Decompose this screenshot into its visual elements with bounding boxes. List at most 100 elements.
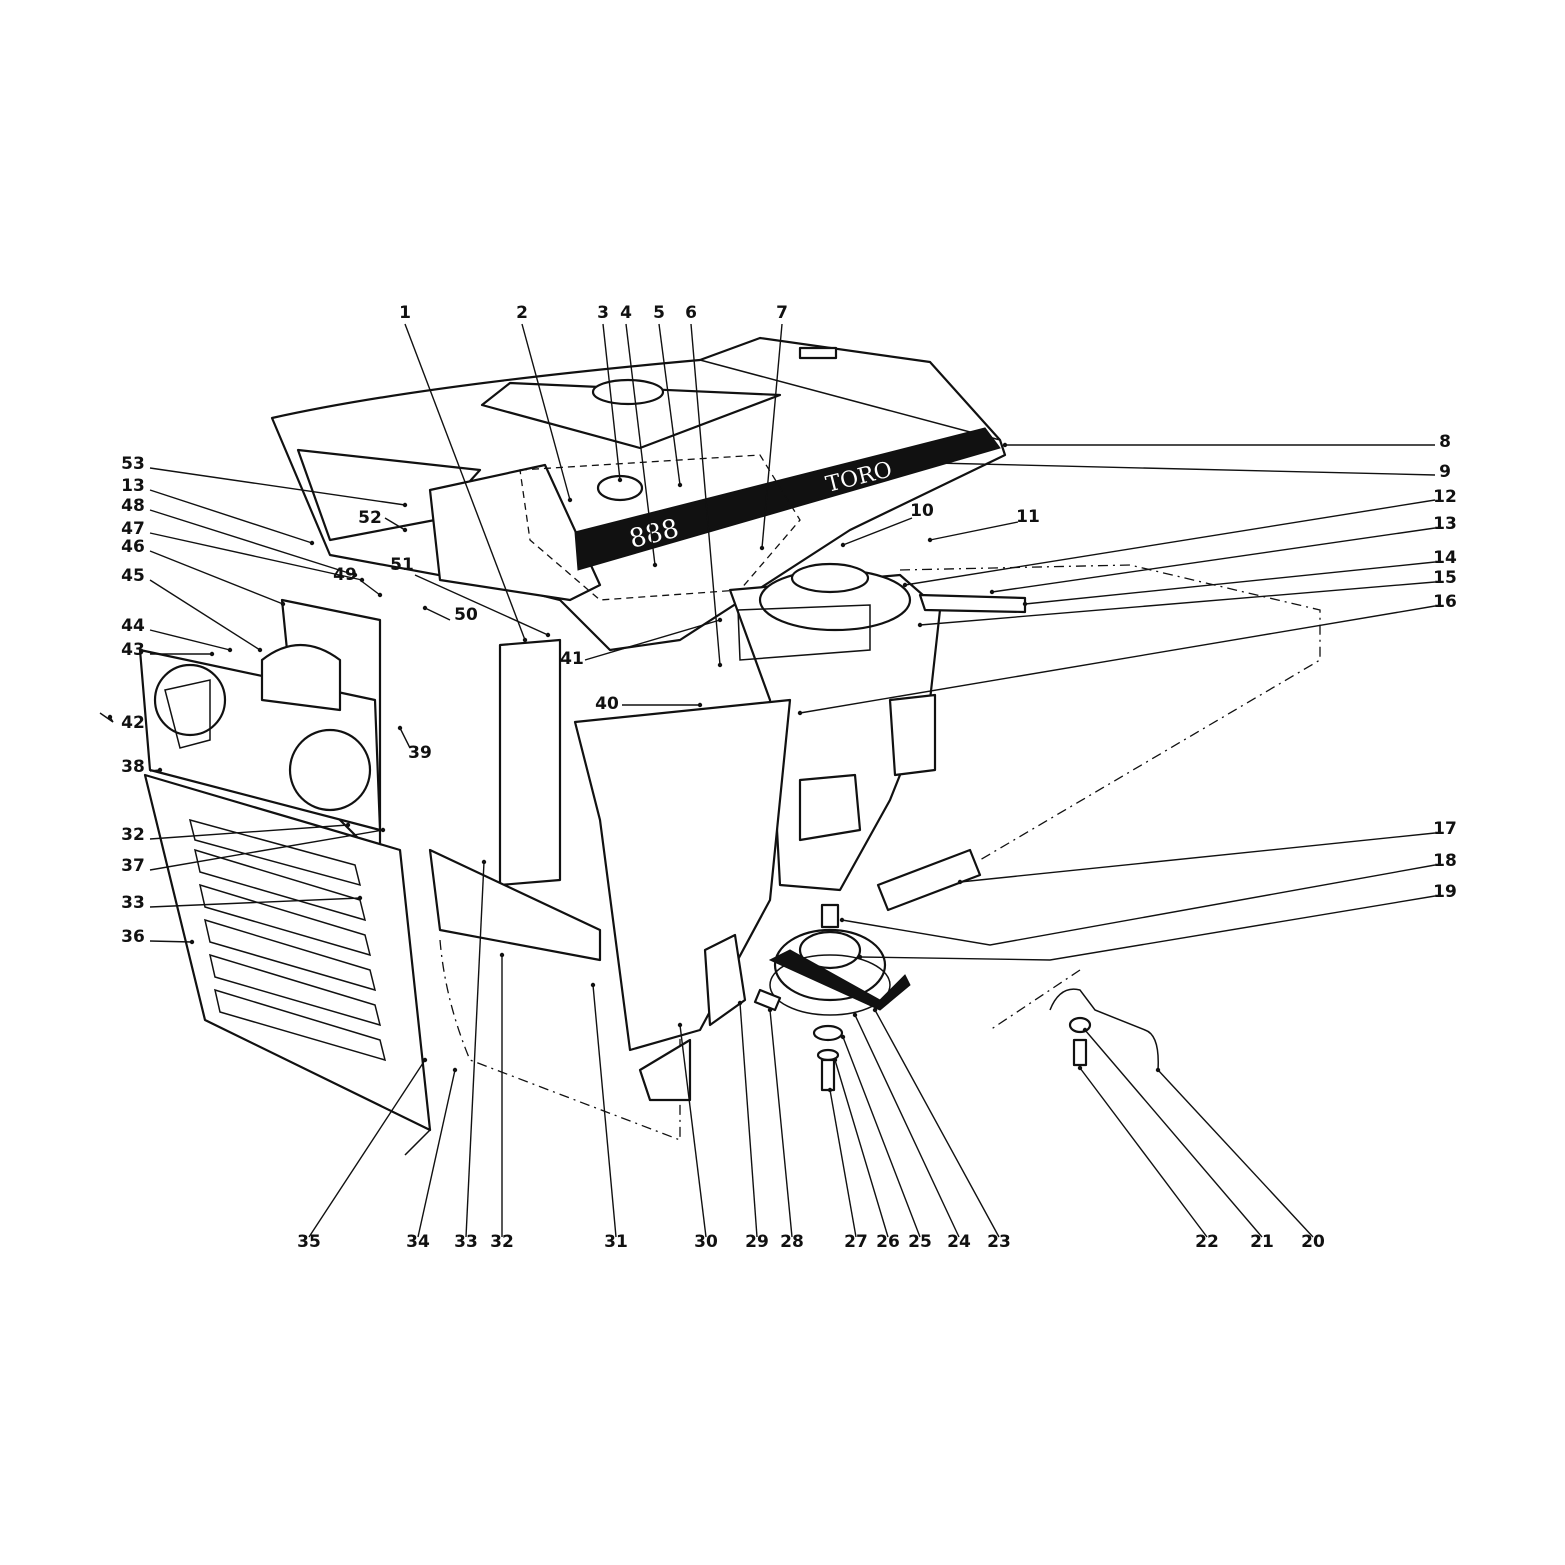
grille bbox=[143, 773, 432, 1156]
callout-number-c9: 9 bbox=[1439, 462, 1451, 482]
leader-dot-c21 bbox=[1082, 1027, 1088, 1033]
leader-line-c45 bbox=[149, 579, 261, 651]
leader-line-c20 bbox=[1157, 1069, 1314, 1238]
leader-dot-c25 bbox=[840, 1034, 846, 1040]
leader-dot-c40 bbox=[697, 702, 703, 708]
callout-number-c15: 15 bbox=[1433, 568, 1457, 588]
leader-line-c25 bbox=[842, 1036, 921, 1238]
callout-number-c14: 14 bbox=[1433, 548, 1457, 568]
callout-number-c23: 23 bbox=[987, 1232, 1011, 1252]
callout-number-c34: 34 bbox=[406, 1232, 430, 1252]
leader-line-c3 bbox=[602, 323, 621, 481]
leader-line-c5 bbox=[658, 323, 681, 486]
callout-number-c47: 47 bbox=[121, 519, 145, 539]
leader-dot-c34 bbox=[452, 1067, 458, 1073]
leader-line-c29 bbox=[739, 1002, 758, 1238]
leader-line-c35 bbox=[308, 1059, 426, 1238]
callout-number-c48: 48 bbox=[121, 496, 145, 516]
callout-number-c33a: 33 bbox=[454, 1232, 478, 1252]
leader-dot-c27 bbox=[827, 1087, 833, 1093]
leader-line-c14 bbox=[1024, 561, 1436, 605]
leader-dot-c45 bbox=[257, 647, 263, 653]
callout-number-c19: 19 bbox=[1433, 882, 1457, 902]
leader-dot-c18 bbox=[839, 917, 845, 923]
leader-dot-c44 bbox=[227, 647, 233, 653]
leader-dot-c46 bbox=[280, 601, 286, 607]
leader-line-c7 bbox=[761, 323, 783, 549]
callout-number-c6: 6 bbox=[685, 303, 697, 323]
callout-number-c26: 26 bbox=[876, 1232, 900, 1252]
leader-dot-c11 bbox=[927, 537, 933, 543]
callout-number-c25: 25 bbox=[908, 1232, 932, 1252]
leader-line-c36 bbox=[149, 940, 193, 943]
leader-line-c33b bbox=[149, 897, 361, 908]
callout-number-c28: 28 bbox=[780, 1232, 804, 1252]
leader-line-c48 bbox=[149, 509, 356, 576]
callout-number-c45: 45 bbox=[121, 566, 145, 586]
callout-number-c46: 46 bbox=[121, 537, 145, 557]
leader-dot-c7 bbox=[759, 545, 765, 551]
callout-number-c27: 27 bbox=[844, 1232, 868, 1252]
leader-line-c50 bbox=[424, 607, 451, 621]
callout-number-c2: 2 bbox=[516, 303, 528, 323]
leader-dot-c17 bbox=[957, 879, 963, 885]
leader-dot-c41 bbox=[717, 617, 723, 623]
leader-line-c12 bbox=[904, 499, 1436, 586]
leader-dot-c13a bbox=[989, 589, 995, 595]
callout-number-c42: 42 bbox=[121, 713, 145, 733]
leader-dot-c6 bbox=[717, 662, 723, 668]
leader-line-c30 bbox=[679, 1024, 707, 1238]
callout-number-c36: 36 bbox=[121, 927, 145, 947]
leader-line-c24 bbox=[854, 1014, 960, 1238]
leader-dot-c2 bbox=[567, 497, 573, 503]
callout-number-c22: 22 bbox=[1195, 1232, 1219, 1252]
callout-number-c38: 38 bbox=[121, 757, 145, 777]
leader-line-c32b bbox=[149, 824, 349, 840]
leader-dot-c13b bbox=[309, 540, 315, 546]
callout-number-c21: 21 bbox=[1250, 1232, 1274, 1252]
leader-line-c52 bbox=[384, 517, 406, 531]
leader-dot-c9 bbox=[932, 460, 938, 466]
engine-assembly bbox=[728, 562, 1027, 892]
leader-dot-c35 bbox=[422, 1057, 428, 1063]
leader-line-c9 bbox=[934, 462, 1436, 476]
leader-line-c16 bbox=[799, 605, 1436, 714]
leader-line-c2 bbox=[521, 323, 571, 501]
callout-number-c20: 20 bbox=[1301, 1232, 1325, 1252]
callout-number-c32b: 32 bbox=[121, 825, 145, 845]
callout-number-c3: 3 bbox=[597, 303, 609, 323]
leader-line-c17 bbox=[959, 832, 1436, 883]
callout-number-c52: 52 bbox=[358, 508, 382, 528]
leader-dot-c48 bbox=[352, 572, 358, 578]
leader-line-c51 bbox=[414, 574, 549, 636]
callout-number-c13b: 13 bbox=[121, 476, 145, 496]
leader-dot-c23 bbox=[872, 1007, 878, 1013]
leader-dot-c26 bbox=[832, 1057, 838, 1063]
leader-dot-c24 bbox=[852, 1012, 858, 1018]
leader-dot-c32a bbox=[499, 952, 505, 958]
leader-line-c23 bbox=[874, 1009, 1000, 1238]
leader-dot-c38 bbox=[157, 767, 163, 773]
leader-line-c11 bbox=[929, 521, 1019, 541]
callout-number-c40: 40 bbox=[595, 694, 619, 714]
callout-number-c49: 49 bbox=[333, 565, 357, 585]
leader-dot-c43 bbox=[209, 651, 215, 657]
callout-number-c35: 35 bbox=[297, 1232, 321, 1252]
callout-number-c50: 50 bbox=[454, 605, 478, 625]
callout-number-c41: 41 bbox=[560, 649, 584, 669]
leader-line-c6 bbox=[690, 323, 721, 666]
callout-number-c39: 39 bbox=[408, 743, 432, 763]
callout-number-c11: 11 bbox=[1016, 507, 1040, 527]
leader-dot-c1 bbox=[522, 637, 528, 643]
leader-dot-c14 bbox=[1022, 601, 1028, 607]
callout-number-c10: 10 bbox=[910, 501, 934, 521]
callout-number-c5: 5 bbox=[653, 303, 665, 323]
leader-dot-c39 bbox=[397, 725, 403, 731]
leader-line-c19 bbox=[859, 895, 1436, 961]
callout-number-c17: 17 bbox=[1433, 819, 1457, 839]
callout-number-c1: 1 bbox=[399, 303, 411, 323]
callout-number-c8: 8 bbox=[1439, 432, 1451, 452]
leader-line-c34 bbox=[417, 1069, 456, 1238]
callout-number-c33b: 33 bbox=[121, 893, 145, 913]
